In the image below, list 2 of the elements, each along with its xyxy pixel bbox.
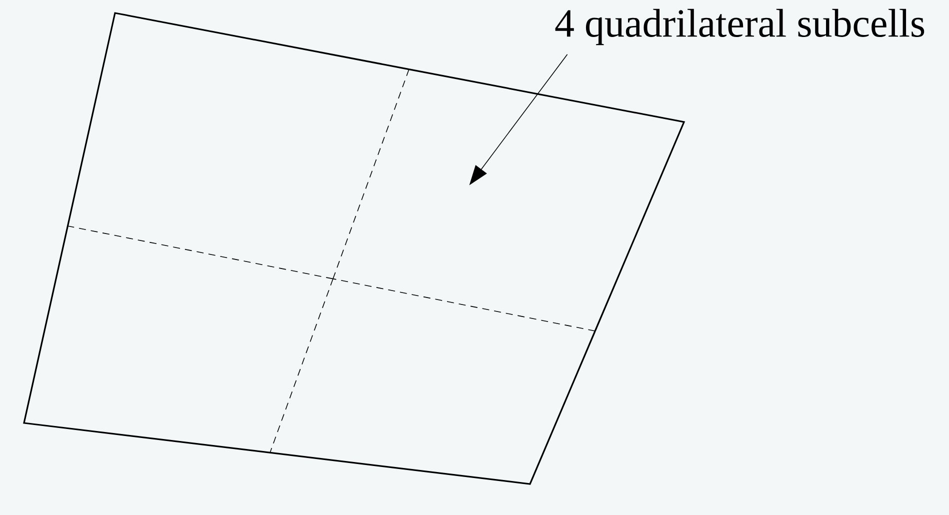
label-text: 4 quadrilateral subcells <box>555 8 924 46</box>
subcell <box>332 68 686 332</box>
